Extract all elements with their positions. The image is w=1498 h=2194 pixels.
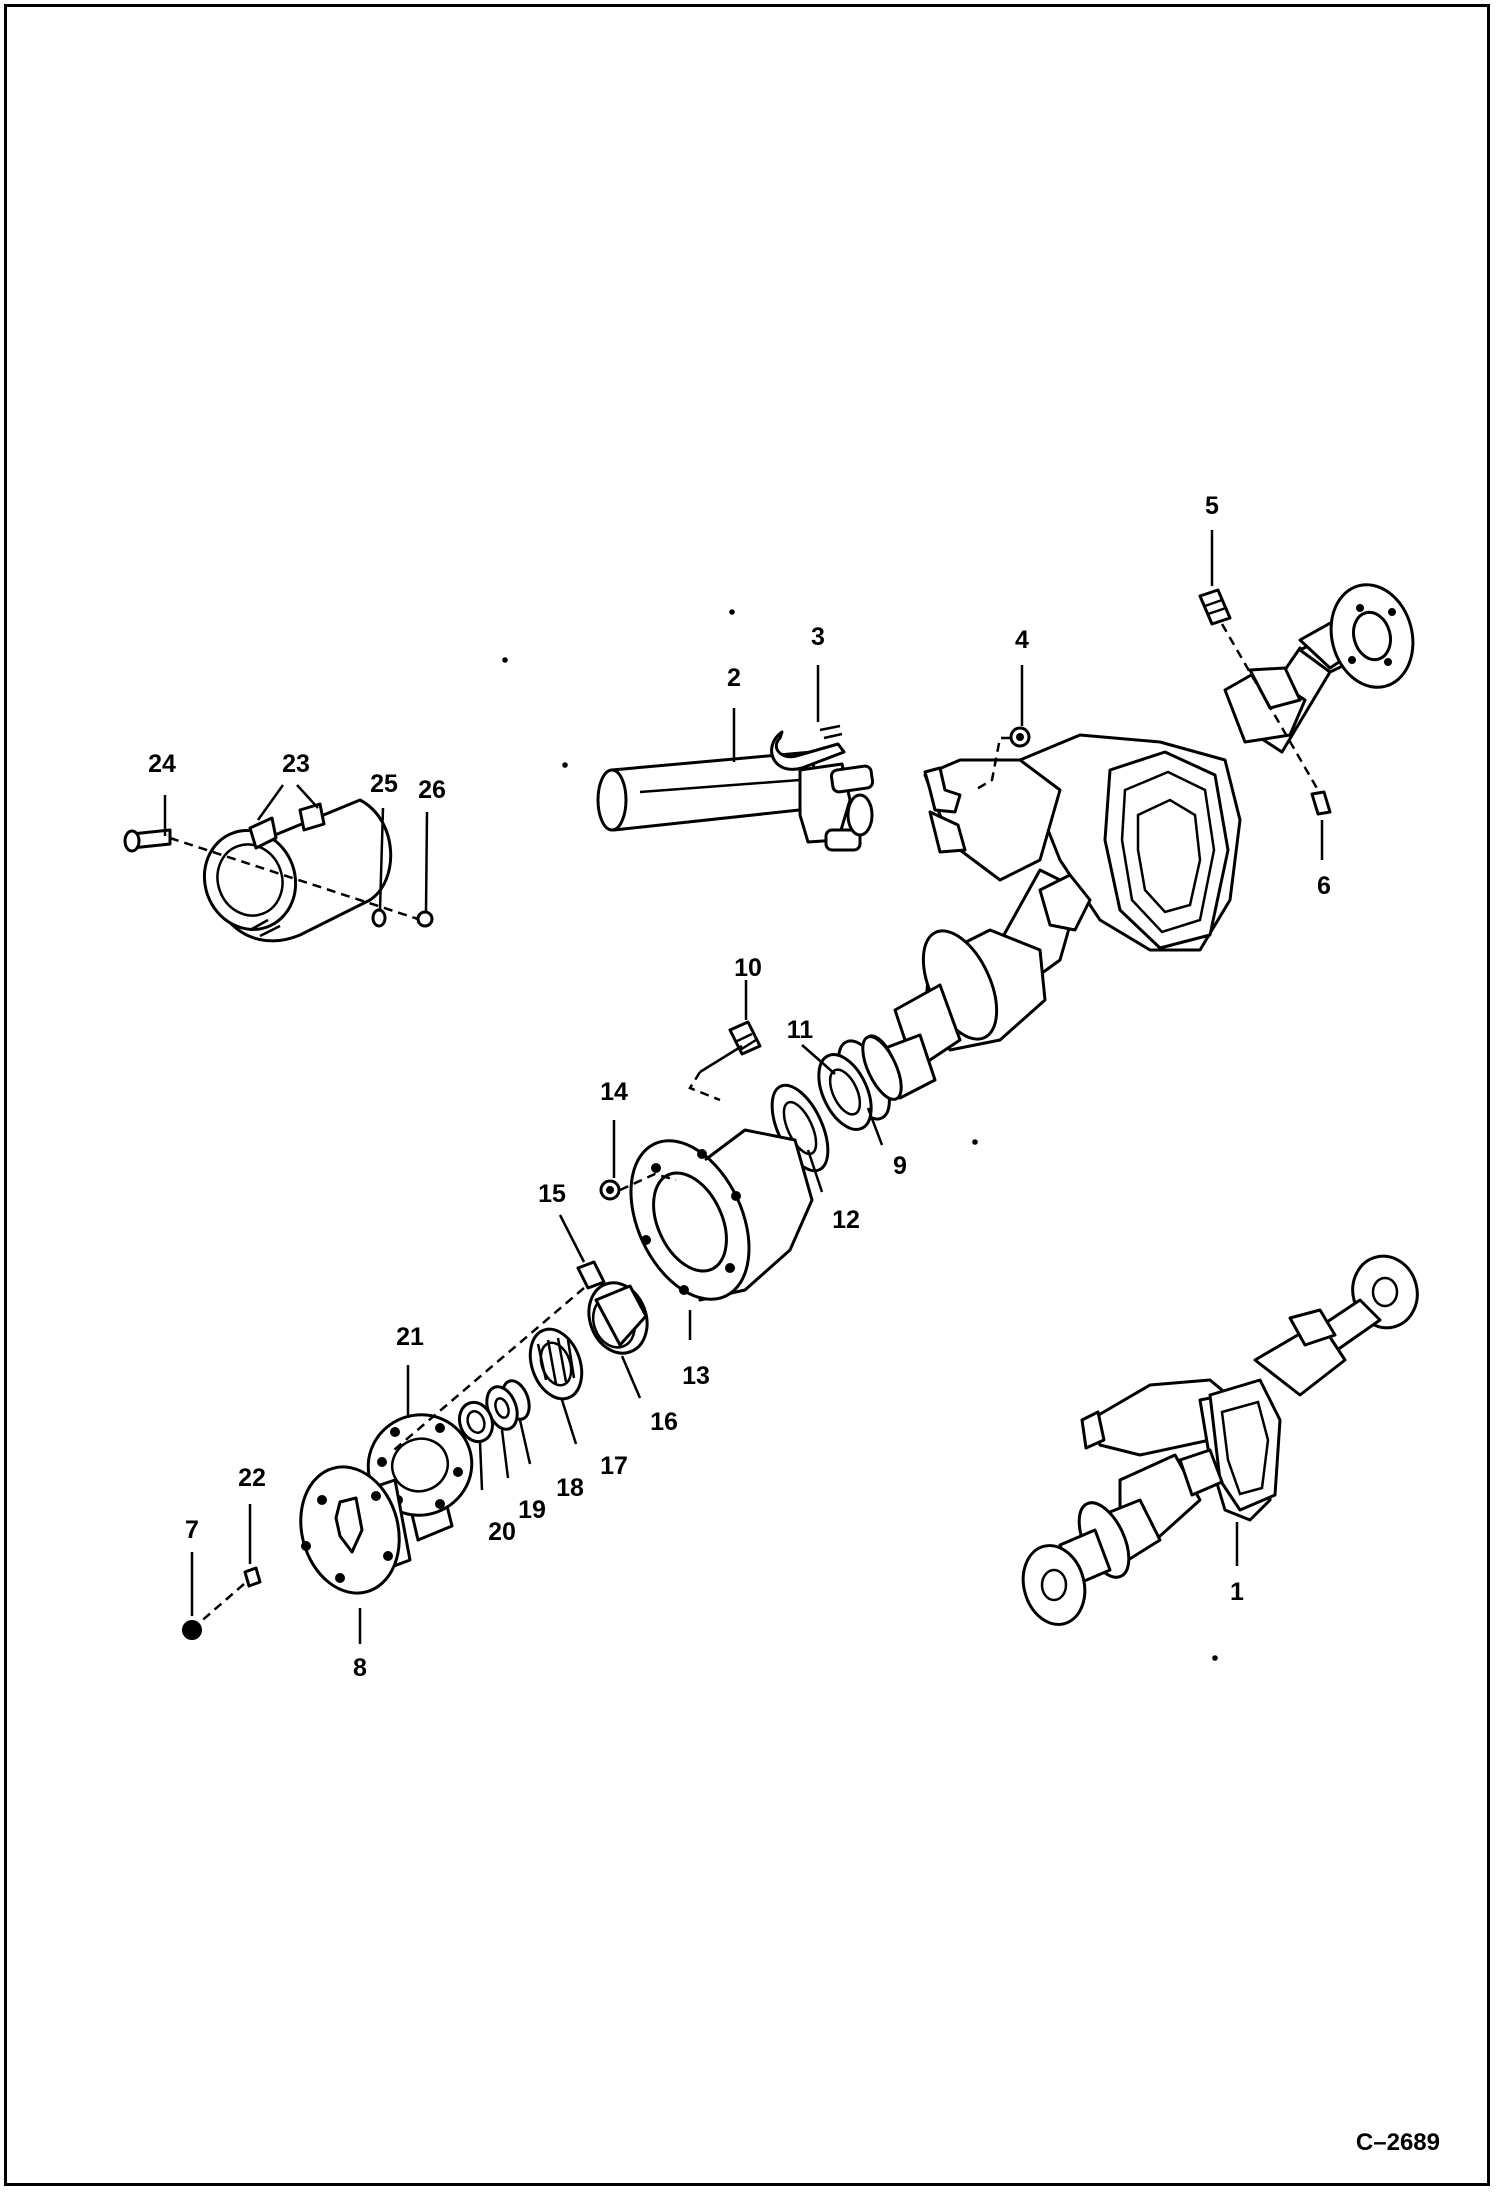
callout-13: 13 bbox=[682, 1362, 710, 1390]
stud-22 bbox=[243, 1566, 262, 1588]
bolt-5 bbox=[1198, 588, 1232, 626]
leader-lines bbox=[163, 530, 1324, 1644]
nut-4 bbox=[1009, 726, 1031, 748]
callout-20: 20 bbox=[488, 1518, 516, 1546]
callout-labels: 1 2 3 4 5 6 7 8 9 10 11 12 13 14 15 16 1… bbox=[148, 492, 1331, 1682]
callout-16: 16 bbox=[650, 1408, 678, 1436]
nut-14 bbox=[599, 1179, 621, 1201]
callout-26: 26 bbox=[418, 776, 446, 804]
callout-7: 7 bbox=[185, 1516, 199, 1544]
axle-assembly-1 bbox=[1021, 1254, 1419, 1626]
stud-15 bbox=[576, 1260, 606, 1290]
screw-6 bbox=[1310, 790, 1332, 816]
axle-housing-main bbox=[863, 583, 1415, 1100]
callout-11: 11 bbox=[787, 1016, 814, 1044]
callout-21: 21 bbox=[396, 1323, 424, 1351]
callout-19: 19 bbox=[518, 1496, 546, 1524]
drive-shaft-universal-joint bbox=[596, 750, 875, 852]
callout-4: 4 bbox=[1015, 626, 1029, 654]
callout-15: 15 bbox=[538, 1180, 566, 1208]
callout-14: 14 bbox=[600, 1078, 628, 1106]
nut-26 bbox=[416, 910, 434, 928]
figure-code: C–2689 bbox=[1356, 2129, 1440, 2156]
callout-17: 17 bbox=[600, 1452, 628, 1480]
callout-3: 3 bbox=[811, 623, 825, 651]
callout-1: 1 bbox=[1230, 1578, 1244, 1606]
callout-22: 22 bbox=[238, 1464, 266, 1492]
callout-8: 8 bbox=[353, 1654, 367, 1682]
bearing-cone-17 bbox=[528, 1327, 584, 1401]
nut-7 bbox=[182, 1620, 202, 1640]
callout-12: 12 bbox=[832, 1206, 860, 1234]
clamp-sleeve-23 bbox=[202, 798, 393, 943]
callout-10: 10 bbox=[734, 954, 762, 982]
page-border bbox=[4, 4, 1490, 2186]
callout-18: 18 bbox=[556, 1474, 584, 1502]
bolt-10 bbox=[699, 1020, 762, 1074]
callout-9: 9 bbox=[893, 1152, 907, 1180]
callout-23: 23 bbox=[282, 750, 310, 778]
washer-25 bbox=[371, 908, 387, 928]
callout-2: 2 bbox=[727, 664, 741, 692]
callout-5: 5 bbox=[1205, 492, 1219, 520]
u-bolt bbox=[770, 724, 846, 771]
callout-24: 24 bbox=[148, 750, 176, 778]
spacer-20 bbox=[457, 1400, 495, 1444]
bearing-cup-16 bbox=[587, 1281, 649, 1355]
wheel-flange-8 bbox=[299, 1465, 412, 1595]
callout-25: 25 bbox=[370, 770, 398, 798]
bolt-24 bbox=[123, 828, 172, 853]
hub-13 bbox=[629, 1128, 814, 1302]
callout-6: 6 bbox=[1317, 872, 1331, 900]
seal-9 bbox=[861, 1035, 903, 1101]
